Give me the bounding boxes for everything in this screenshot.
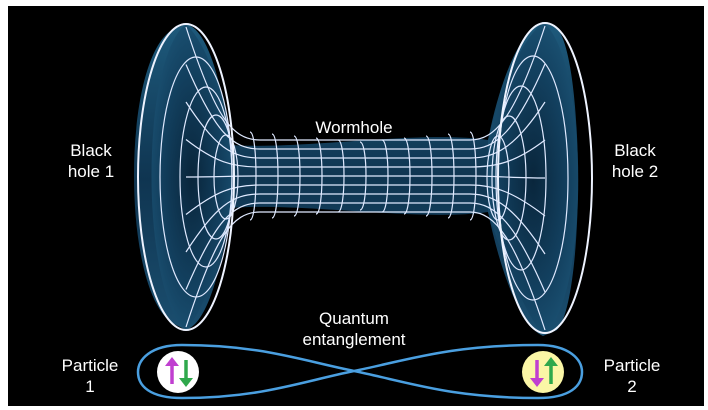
entanglement-label-line-2: entanglement [302,330,405,349]
black-hole-1-label-line-2: hole 1 [68,162,114,181]
particle-1-circle [157,351,199,393]
black-hole-1-label-line-1: Black [70,141,112,160]
entanglement-label-line-1: Quantum [319,309,389,328]
wormhole-grid-meridian [185,63,546,150]
wormhole-grid-meridian [185,101,546,159]
wormhole-grid-meridian [185,25,546,141]
particle-2-circle [522,351,564,393]
wormhole-funnel-right-shade [488,22,579,336]
wormhole-grid-meridian [185,184,546,217]
wormhole-grid-meridian [185,193,546,255]
wormhole-surface [134,22,578,336]
up-arrow-icon [544,357,558,384]
particle-1-label-line-2: 1 [85,377,94,396]
wormhole-grid-meridian [185,202,546,293]
wormhole-grid-ring [197,114,235,240]
wormhole-grid-ring [491,115,527,241]
up-arrow-icon [165,357,179,384]
black-hole-1-rim [137,23,235,331]
particle-2-label-line-1: Particle [604,356,661,375]
entanglement-loop [136,343,584,400]
black-hole-2-rim [497,22,593,334]
black-hole-2-label-line-2: hole 2 [612,162,658,181]
wormhole-grid-meridian [185,139,546,168]
particle-1-label-line-1: Particle [62,356,119,375]
particle-2 [522,351,564,393]
particle-2-label-line-2: 2 [627,377,636,396]
down-arrow-icon [179,360,193,387]
particle-1 [157,351,199,393]
wormhole-grid-meridian [185,211,546,331]
wormhole-label: Wormhole [315,118,392,137]
black-hole-2-label-line-1: Black [614,141,656,160]
down-arrow-icon [530,360,544,387]
